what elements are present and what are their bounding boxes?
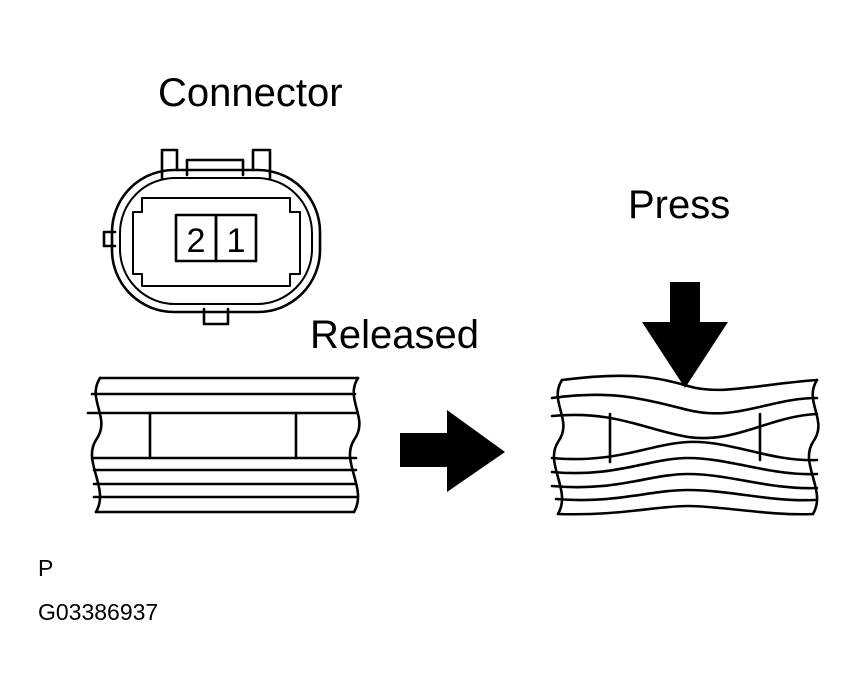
corner-letter: P [38,555,53,581]
connector-housing [102,148,322,326]
terminal-1-cell [214,213,258,263]
switch-pressed [550,374,820,516]
press-label: Press [628,183,730,227]
right-arrow-icon [400,410,505,492]
switch-released [86,376,361,514]
connector-terminals: 2 1 [174,213,258,263]
terminal-1-label: 1 [227,222,246,260]
released-label: Released [310,313,479,357]
down-arrow-icon [642,282,728,388]
terminal-2-label: 2 [187,222,206,260]
connector-label: Connector [158,71,343,115]
figure-code: G03386937 [38,599,158,625]
